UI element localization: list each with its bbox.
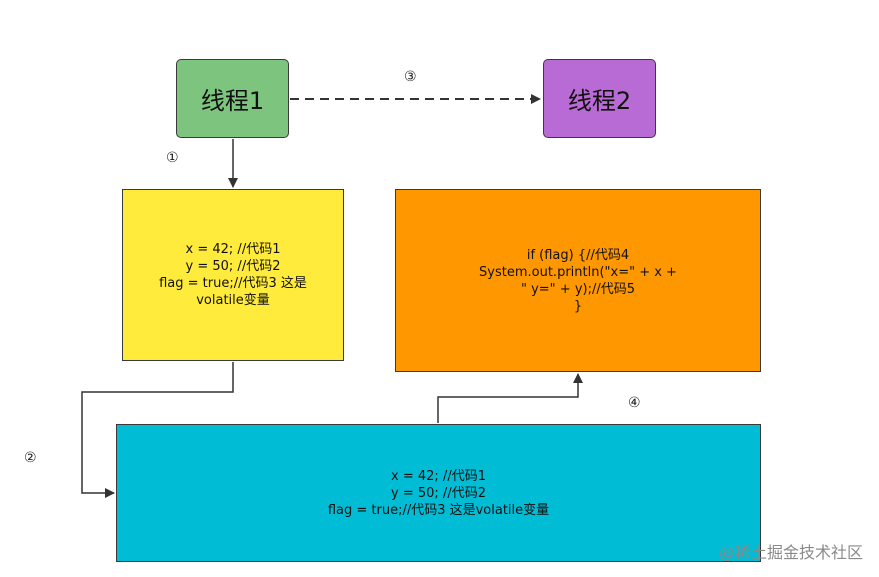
thread1-label: 线程1 [200, 87, 265, 115]
step-label-1: ① [166, 150, 179, 166]
arrow-yellow-to-cyan [81, 362, 234, 498]
thread2-code-text: if (flag) {//代码4 System.out.println("x="… [479, 247, 677, 314]
watermark-text: @稀土掘金技术社区 [718, 543, 863, 562]
thread1-node: 线程1 [176, 59, 289, 138]
thread2-label: 线程2 [567, 87, 632, 115]
thread2-node: 线程2 [543, 59, 656, 138]
arrow-cyan-to-orange [437, 373, 583, 423]
thread2-code-block: if (flag) {//代码4 System.out.println("x="… [395, 189, 761, 372]
step-label-3: ③ [404, 69, 417, 85]
step-label-4: ④ [628, 395, 641, 411]
memory-code-block: x = 42; //代码1 y = 50; //代码2 flag = true;… [116, 424, 761, 562]
step-label-2: ② [24, 450, 37, 466]
memory-code-text: x = 42; //代码1 y = 50; //代码2 flag = true;… [327, 468, 550, 518]
thread1-code-text: x = 42; //代码1 y = 50; //代码2 flag = true;… [159, 242, 307, 308]
thread1-code-block: x = 42; //代码1 y = 50; //代码2 flag = true;… [122, 189, 344, 361]
